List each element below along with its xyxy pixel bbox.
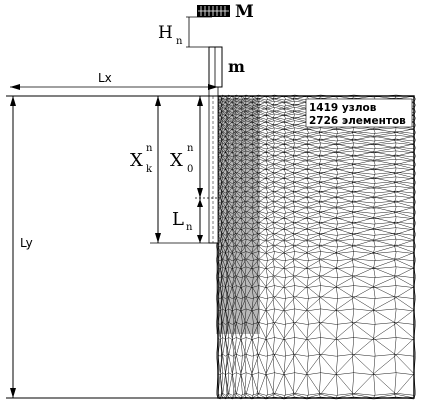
label-Ln: L xyxy=(172,209,184,230)
label-Xk-superscript: n xyxy=(146,143,153,154)
soil-domain-boundary xyxy=(217,95,415,399)
label-Xk: X xyxy=(130,150,143,171)
dimension-Ln-bottom-arrow xyxy=(197,235,203,243)
dimension-X0-bottom-arrow xyxy=(197,188,203,198)
hammer-block-hatch xyxy=(198,6,229,16)
label-X0-subscript: 0 xyxy=(187,164,193,175)
dimension-Lx-right-arrow xyxy=(208,84,218,90)
label-X0-superscript: n xyxy=(187,143,194,154)
mesh-elements-count: 2726 элементов xyxy=(309,115,406,127)
dimension-Ly-bottom-arrow xyxy=(10,388,16,398)
label-Lx: Lx xyxy=(98,71,112,85)
label-Ln-subscript: n xyxy=(186,222,193,233)
pile-head xyxy=(208,46,223,88)
dimension-X0-top-arrow xyxy=(197,96,203,106)
label-drop-height-H-subscript: n xyxy=(176,36,183,47)
label-X0: X xyxy=(170,150,183,171)
mesh-nodes-count: 1419 узлов xyxy=(309,102,377,114)
dimension-Ly-top-arrow xyxy=(10,96,16,106)
label-Xk-subscript: k xyxy=(146,164,153,175)
mesh-info-box xyxy=(305,98,413,128)
dimension-Lx-left-arrow xyxy=(10,84,20,90)
label-light-mass-m: m xyxy=(228,57,245,76)
label-drop-height-H: H xyxy=(158,23,173,43)
dimension-Ln-top-arrow xyxy=(197,199,203,207)
dimension-Xk-top-arrow xyxy=(155,96,161,106)
label-Ly: Ly xyxy=(20,236,33,250)
pile-shaft xyxy=(208,86,219,244)
label-heavy-mass-M: M xyxy=(235,2,254,22)
dimension-Xk-bottom-arrow xyxy=(155,233,161,243)
dense-mesh-zone xyxy=(216,98,260,334)
